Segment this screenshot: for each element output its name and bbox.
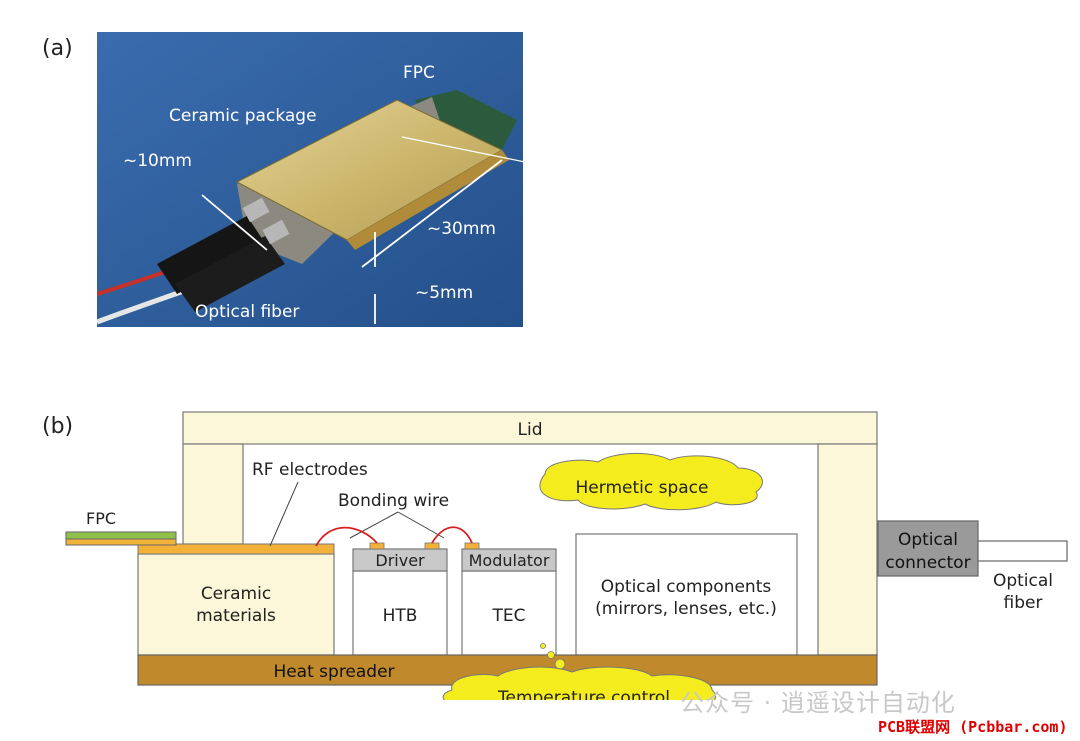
fiber-boot-1 bbox=[157, 216, 267, 294]
optical-connector bbox=[877, 520, 979, 577]
optical-fiber-label-line1: Optical bbox=[993, 571, 1053, 591]
hermetic-space-cloud bbox=[539, 452, 763, 511]
modulator-chip bbox=[461, 548, 557, 572]
temperature-control-label: Temperature control bbox=[497, 688, 670, 700]
photo-label-optical-fiber: Optical fiber bbox=[195, 302, 299, 322]
fpc-label: FPC bbox=[86, 509, 116, 528]
lid bbox=[182, 411, 878, 445]
package-cross-section: Lid Ceramic materials FPC RF electrodes … bbox=[65, 411, 1068, 700]
rf-electrode-strip bbox=[137, 543, 335, 555]
ferrule-2 bbox=[262, 219, 290, 245]
fpc-green-layer bbox=[65, 531, 177, 540]
driver-chip bbox=[352, 548, 448, 572]
optical-components-block bbox=[575, 533, 798, 656]
panel-a-label: (a) bbox=[42, 36, 73, 61]
optical-fiber bbox=[977, 540, 1068, 562]
optical-connector-label-line2: connector bbox=[885, 553, 970, 573]
credit-text: PCB联盟网 (Pcbbar.com) bbox=[878, 718, 1068, 736]
modulator-pad bbox=[464, 542, 480, 550]
bubble-small bbox=[540, 643, 546, 649]
rf-electrodes-label: RF electrodes bbox=[252, 460, 368, 480]
ceramic-materials bbox=[137, 553, 335, 656]
htb-label: HTB bbox=[383, 606, 418, 626]
photo-label-height: ~5mm bbox=[415, 283, 473, 303]
fpc-gold-layer bbox=[65, 538, 177, 546]
ceramic-label-line2: materials bbox=[196, 606, 276, 626]
rf-electrodes-leader bbox=[269, 481, 299, 547]
left-wall bbox=[182, 443, 244, 545]
optical-connector-label-line1: Optical bbox=[898, 530, 958, 550]
photo-label-ceramic-package: Ceramic package bbox=[169, 106, 317, 126]
tec-block bbox=[461, 570, 557, 656]
bonding-wire-2 bbox=[431, 526, 473, 544]
length-dimension-arrow bbox=[361, 159, 503, 268]
temperature-control-cloud bbox=[442, 666, 716, 700]
bonding-wire-leader-right bbox=[397, 511, 445, 539]
driver-pad-right bbox=[424, 542, 440, 550]
tec-label: TEC bbox=[492, 606, 526, 626]
length-dimension-line bbox=[401, 136, 523, 163]
panel-b-label: (b) bbox=[42, 414, 74, 439]
bubble-large bbox=[554, 658, 566, 670]
right-wall bbox=[817, 443, 878, 656]
optical-components-label-line2: (mirrors, lenses, etc.) bbox=[595, 599, 777, 619]
optical-fiber-label-line2: fiber bbox=[1004, 593, 1043, 613]
fiber-boot-2 bbox=[175, 236, 285, 312]
lid-label: Lid bbox=[518, 420, 543, 440]
hermetic-space-label: Hermetic space bbox=[576, 478, 709, 498]
bonding-wire-label: Bonding wire bbox=[338, 491, 449, 511]
heat-spreader-label: Heat spreader bbox=[273, 662, 394, 682]
package-leads bbox=[347, 150, 509, 250]
photo-label-fpc: FPC bbox=[403, 63, 435, 83]
ferrule-1 bbox=[242, 197, 270, 223]
watermark-text: 公众号 · 逍遥设计自动化 bbox=[680, 689, 956, 717]
driver-pad-left bbox=[369, 542, 385, 550]
modulator-label: Modulator bbox=[469, 551, 550, 570]
width-dimension-line bbox=[201, 194, 268, 251]
bonding-wire-1 bbox=[315, 526, 378, 547]
driver-label: Driver bbox=[375, 551, 425, 570]
ceramic-label-line1: Ceramic bbox=[201, 584, 271, 604]
bubble-medium bbox=[547, 651, 555, 659]
bonding-wire-leader-left bbox=[349, 511, 399, 539]
package-photo: FPC Ceramic package ~10mm ~30mm ~5mm Opt… bbox=[97, 32, 523, 327]
photo-label-length: ~30mm bbox=[427, 219, 496, 239]
optical-components-label-line1: Optical components bbox=[601, 577, 772, 597]
htb-block bbox=[352, 570, 448, 656]
photo-label-width: ~10mm bbox=[123, 151, 192, 171]
